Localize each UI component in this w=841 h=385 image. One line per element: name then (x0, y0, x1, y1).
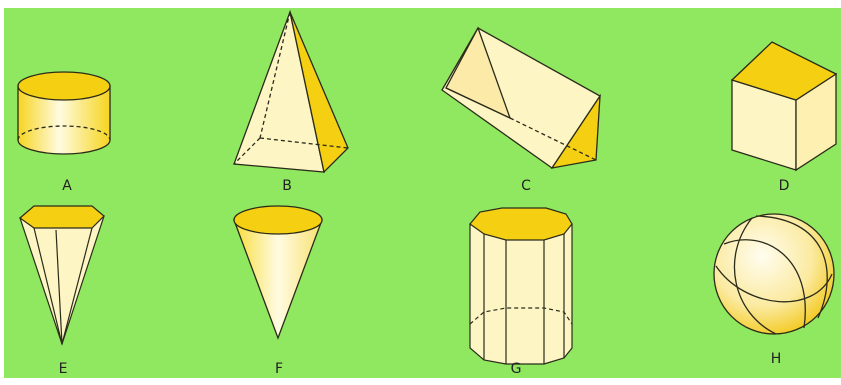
cube-icon (730, 41, 838, 172)
shape-label-a: A (62, 178, 72, 194)
triangular-prism-icon (441, 26, 601, 169)
shape-label-f: F (274, 361, 284, 377)
shape-label-c: C (521, 178, 531, 194)
shape-label-d: D (778, 178, 790, 194)
shapes-canvas (17, 9, 838, 365)
sphere-icon (713, 213, 835, 335)
shape-label-h: H (770, 351, 782, 367)
shape-label-g: G (510, 361, 522, 377)
shape-label-b: B (282, 178, 292, 194)
octagonal-prism-icon (469, 207, 573, 365)
shape-label-e: E (58, 361, 68, 377)
hexagonal-pyramid-icon (19, 205, 105, 346)
square-pyramid-icon (233, 9, 349, 174)
cylinder-icon (17, 71, 111, 155)
cone-icon (233, 205, 323, 340)
shapes-panel: A B C D E F G H (4, 8, 841, 378)
